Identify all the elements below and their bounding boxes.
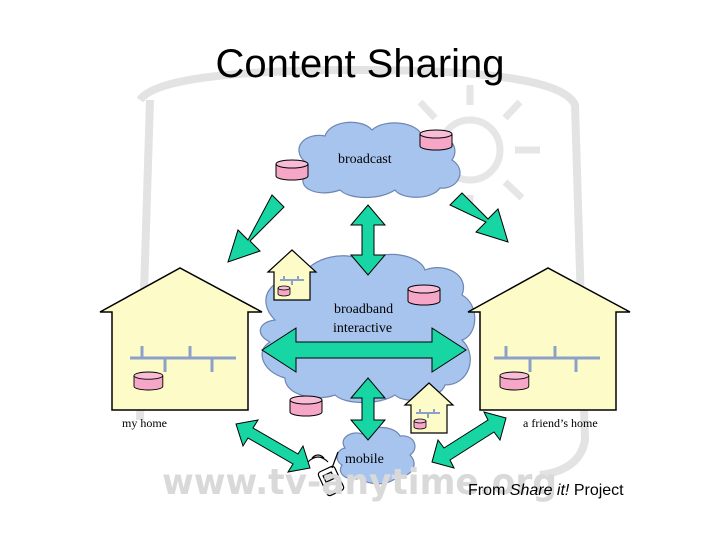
my-home-label: my home: [122, 416, 167, 430]
broadband-disk-bottom: [289, 395, 323, 417]
broadband-label-line1: broadband: [334, 302, 394, 317]
broadband-disk-top: [407, 284, 441, 306]
arrow-friend-home-mobile: [431, 411, 507, 469]
arrow-broadcast-to-my-home: [227, 194, 285, 263]
friend-home-label: a friend’s home: [523, 416, 598, 430]
arrow-broadcast-broadband: [349, 204, 387, 276]
page-title: Content Sharing: [215, 42, 505, 86]
arrow-broadband-mobile: [349, 377, 387, 441]
friend-home-network-bus: [494, 346, 600, 372]
my-home-network-bus: [130, 346, 236, 372]
broadband-label-line2: interactive: [333, 321, 393, 336]
broadcast-cloud: [294, 121, 461, 199]
arrow-my-home-mobile: [235, 419, 311, 473]
mobile-label: mobile: [345, 452, 384, 467]
broadcast-disk-right: [419, 129, 453, 151]
small-house-right: [403, 382, 455, 434]
watermark-text: www.tv-anytime.org: [162, 462, 557, 503]
my-home-house: [99, 267, 263, 411]
friend-home-house: [467, 267, 631, 411]
mobile-phone-icon: [307, 451, 345, 497]
credit-suffix: Project: [569, 482, 624, 499]
broadcast-label: broadcast: [338, 152, 392, 167]
small-house-left: [266, 249, 318, 301]
arrow-broadcast-to-friend-home: [449, 192, 509, 243]
credit-prefix: From: [468, 482, 510, 499]
arrow-my-home-friend-home: [261, 327, 467, 373]
broadcast-disk-left: [275, 159, 309, 181]
credit-line: From Share it! Project: [468, 482, 624, 500]
credit-emphasis: Share it!: [509, 482, 570, 499]
